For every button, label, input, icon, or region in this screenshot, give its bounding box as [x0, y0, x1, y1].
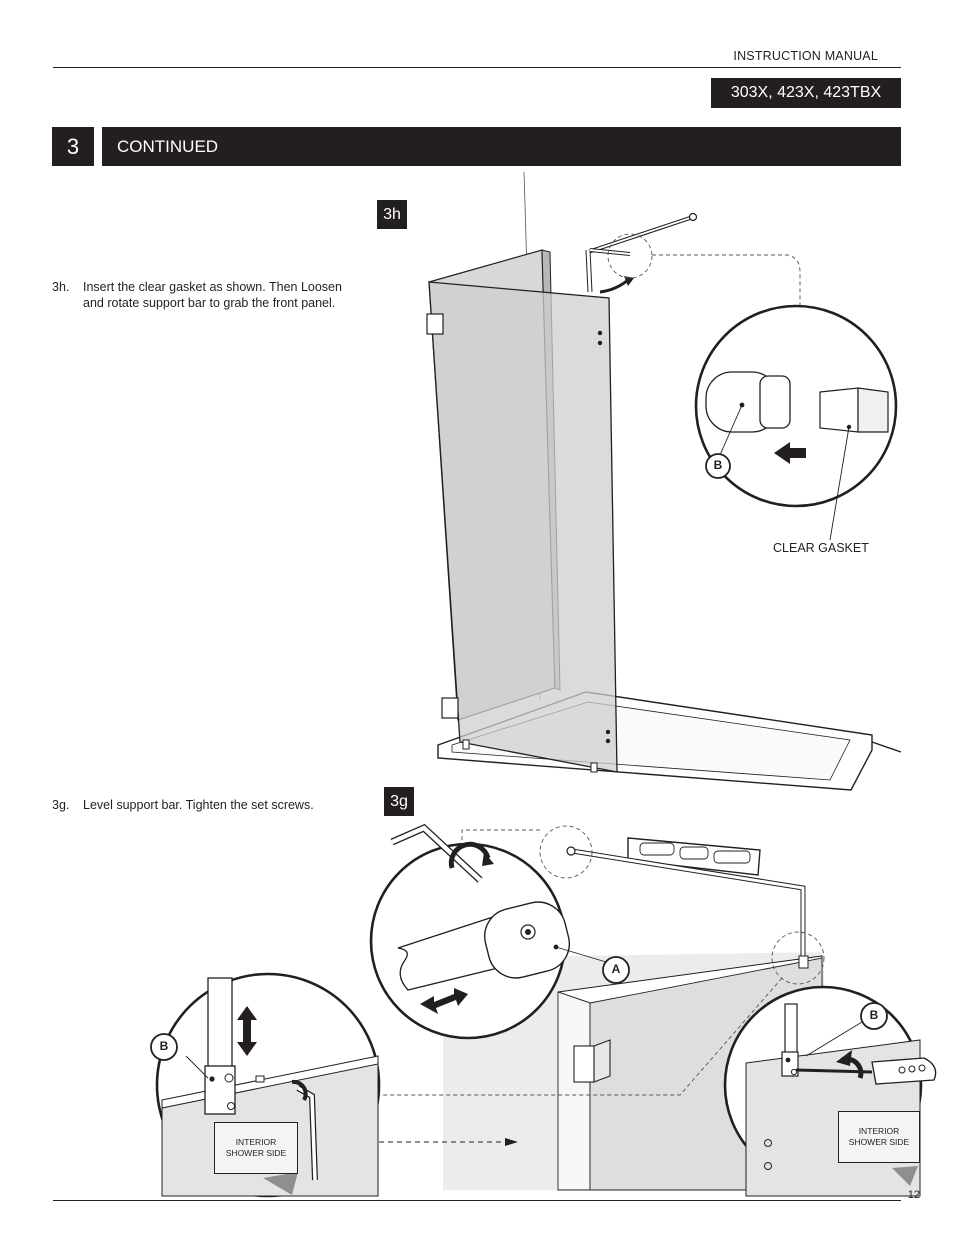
section-title: CONTINUED	[102, 127, 901, 166]
page-number: 12	[907, 1189, 920, 1201]
clear-gasket-caption: CLEAR GASKET	[773, 541, 869, 555]
callout-b-3h	[705, 453, 731, 479]
interior-label-line1: INTERIOR	[858, 1126, 900, 1136]
callout-b-3g-left	[150, 1033, 178, 1061]
detail-circle-3h	[694, 304, 898, 508]
callout-a	[602, 956, 630, 984]
footer-rule	[53, 1200, 901, 1201]
interior-label-line1: INTERIOR	[235, 1137, 277, 1147]
upper-hinge	[426, 313, 444, 335]
instruction-3h-text: Insert the clear gasket as shown. Then L…	[83, 280, 342, 310]
instruction-3h-key: 3h.	[52, 280, 70, 294]
front-panel	[428, 281, 618, 773]
header-rule	[53, 67, 901, 68]
step-label-3h: 3h	[377, 200, 407, 229]
step-label-3g: 3g	[384, 787, 414, 816]
callout-b-3g-right	[860, 1002, 888, 1030]
section-number: 3	[52, 127, 94, 166]
interior-shower-side-left: INTERIOR SHOWER SIDE	[214, 1122, 298, 1174]
manual-title: INSTRUCTION MANUAL	[733, 49, 878, 63]
interior-label-line2: SHOWER SIDE	[848, 1137, 910, 1147]
interior-label-line2: SHOWER SIDE	[225, 1148, 287, 1158]
lower-hinge	[441, 697, 459, 719]
instruction-3g-key: 3g.	[52, 798, 70, 812]
section-title-text: CONTINUED	[117, 136, 219, 156]
interior-shower-side-right: INTERIOR SHOWER SIDE	[838, 1111, 920, 1163]
model-numbers: 303X, 423X, 423TBX	[711, 78, 901, 108]
callout-a-label: A	[611, 962, 621, 976]
callout-b-3h-label: B	[713, 458, 723, 472]
callout-b-3g-right-label: B	[869, 1008, 879, 1022]
level-tool	[627, 837, 761, 876]
direction-arrow	[774, 442, 806, 464]
callout-b-3g-left-label: B	[159, 1039, 169, 1053]
instruction-3g-text: Level support bar. Tighten the set screw…	[83, 798, 314, 812]
